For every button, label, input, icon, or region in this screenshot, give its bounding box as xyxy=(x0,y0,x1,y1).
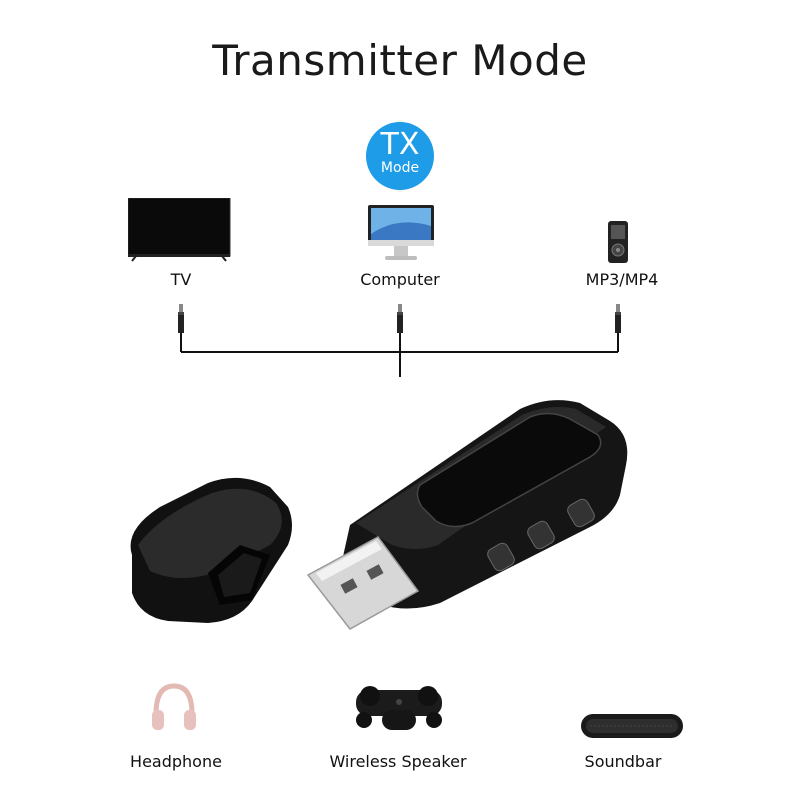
tx-mode-sub: Mode xyxy=(380,160,420,176)
jack-plug-computer xyxy=(397,304,403,377)
tx-mode-main: TX xyxy=(380,127,420,162)
output-label-wireless-speaker: Wireless Speaker xyxy=(329,752,467,771)
output-label-headphone: Headphone xyxy=(130,752,222,771)
source-label-tv: TV xyxy=(170,270,192,289)
usb-connector xyxy=(306,536,420,630)
usb-bluetooth-transmitter-icon xyxy=(120,395,640,645)
soundbar-icon xyxy=(580,712,684,740)
tv-icon xyxy=(128,198,232,262)
transmitter-cap xyxy=(130,477,292,623)
output-label-soundbar: Soundbar xyxy=(584,752,662,771)
page-title: Transmitter Mode xyxy=(212,36,588,85)
audio-cable-diagram xyxy=(0,300,800,380)
computer-icon xyxy=(367,204,435,262)
jack-plug-mp3 xyxy=(615,304,621,352)
source-label-computer: Computer xyxy=(360,270,440,289)
transmitter-body xyxy=(342,400,628,609)
mp3-player-icon xyxy=(607,220,629,264)
tx-mode-badge: TX Mode xyxy=(366,122,434,190)
wireless-speaker-icon xyxy=(352,680,446,736)
headphone-icon xyxy=(150,680,198,738)
jack-plug-tv xyxy=(178,304,184,352)
source-label-mp3: MP3/MP4 xyxy=(585,270,659,289)
